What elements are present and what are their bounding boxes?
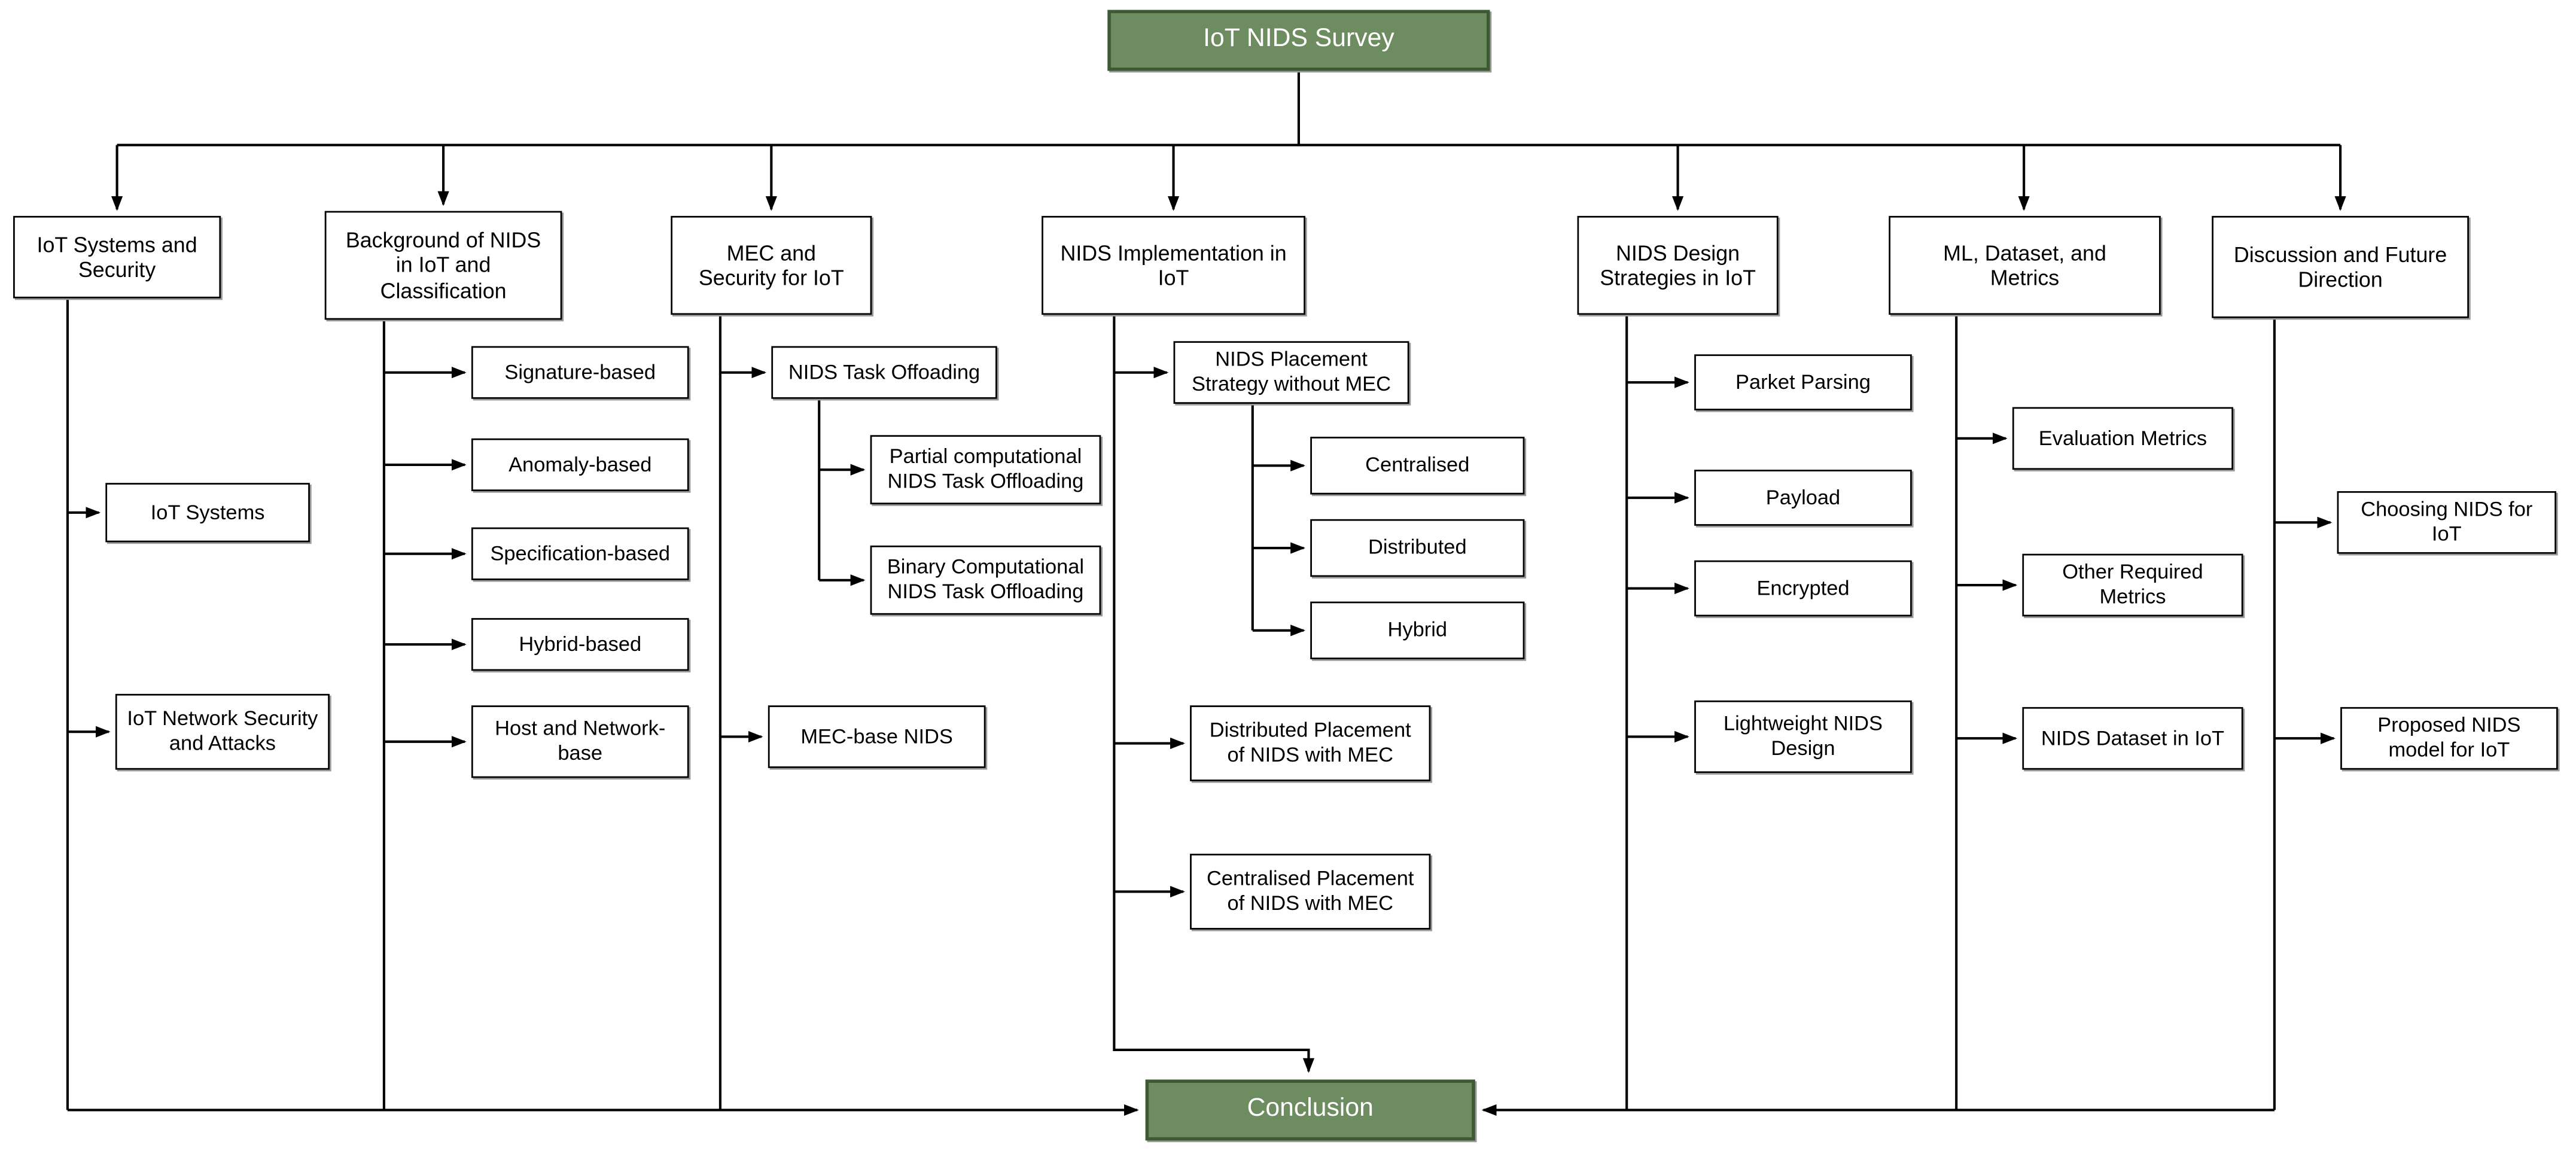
node-cent-placement-mec: Centralised Placement of NIDS with MEC xyxy=(1190,854,1431,930)
node-iot-net-sec: IoT Network Security and Attacks xyxy=(115,693,330,770)
node-binary-offloading: Binary Computational NIDS Task Offloadin… xyxy=(870,545,1101,615)
node-parket: Parket Parsing xyxy=(1694,354,1912,410)
node-h5: NIDS Design Strategies in IoT xyxy=(1577,215,1779,315)
node-choosing: Choosing NIDS for IoT xyxy=(2337,491,2557,554)
node-root: IoT NIDS Survey xyxy=(1107,10,1490,71)
node-h4: NIDS Implementation in IoT xyxy=(1042,215,1305,315)
node-anomaly: Anomaly-based xyxy=(471,438,689,491)
node-conclusion: Conclusion xyxy=(1145,1079,1475,1141)
node-hybrid: Hybrid xyxy=(1310,601,1525,659)
node-other-metrics: Other Required Metrics xyxy=(2022,553,2243,617)
node-host-network: Host and Network-base xyxy=(471,705,689,778)
node-h3: MEC and Security for IoT xyxy=(671,215,872,315)
node-iot-systems: IoT Systems xyxy=(105,483,310,543)
node-payload: Payload xyxy=(1694,470,1912,526)
node-proposed: Proposed NIDS model for IoT xyxy=(2340,707,2558,770)
node-encrypted: Encrypted xyxy=(1694,560,1912,617)
node-placement-no-mec: NIDS Placement Strategy without MEC xyxy=(1173,341,1409,404)
node-dist-placement-mec: Distributed Placement of NIDS with MEC xyxy=(1190,705,1431,781)
node-h6: ML, Dataset, and Metrics xyxy=(1889,215,2161,315)
node-nids-dataset: NIDS Dataset in IoT xyxy=(2022,707,2243,770)
node-partial-offloading: Partial computational NIDS Task Offloadi… xyxy=(870,435,1101,505)
node-lightweight: Lightweight NIDS Design xyxy=(1694,700,1912,774)
node-mec-base-nids: MEC-base NIDS xyxy=(768,705,986,768)
node-h1: IoT Systems and Security xyxy=(13,215,221,299)
node-distributed: Distributed xyxy=(1310,519,1525,577)
node-specification: Specification-based xyxy=(471,527,689,580)
node-eval-metrics: Evaluation Metrics xyxy=(2012,407,2234,470)
node-hybrid-based: Hybrid-based xyxy=(471,618,689,671)
node-h7: Discussion and Future Direction xyxy=(2212,215,2469,318)
node-h2: Background of NIDS in IoT and Classifica… xyxy=(324,211,562,320)
node-centralised: Centralised xyxy=(1310,437,1525,495)
node-task-offloading: NIDS Task Offoading xyxy=(771,346,997,399)
node-signature: Signature-based xyxy=(471,346,689,399)
